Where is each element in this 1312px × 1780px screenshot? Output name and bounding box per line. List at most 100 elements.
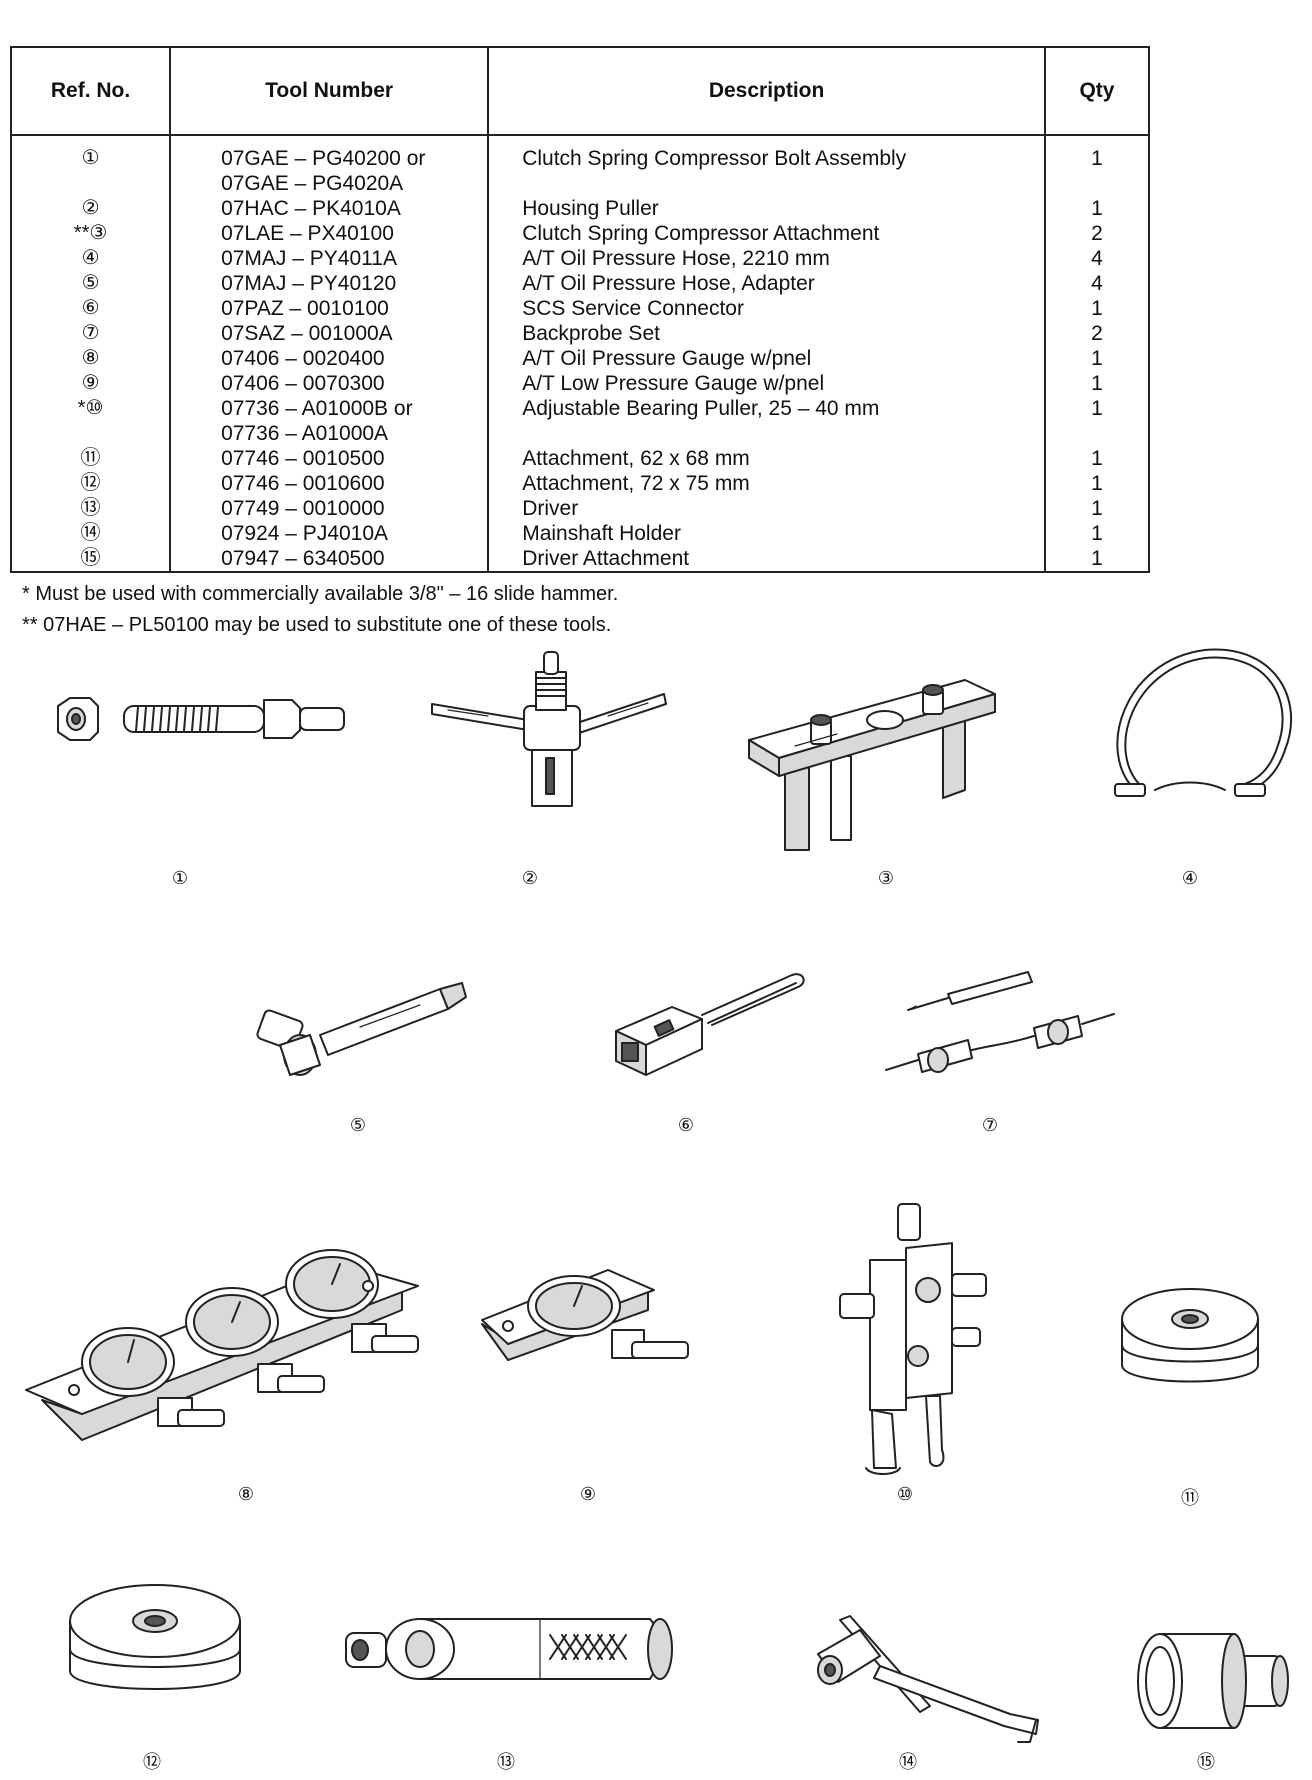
tool-description: SCS Service Connector bbox=[522, 297, 744, 320]
ref-spacer bbox=[12, 421, 169, 446]
tool-qty: 1 bbox=[1091, 397, 1103, 420]
tool-qty: 1 bbox=[1091, 447, 1103, 470]
tool-qty: 1 bbox=[1091, 522, 1103, 545]
bearing-puller-icon bbox=[839, 1203, 987, 1475]
figure-caption-3: ③ bbox=[877, 868, 895, 888]
ref-number: ④ bbox=[81, 247, 100, 269]
tool-number: 07GAE – PG4020A bbox=[221, 172, 404, 195]
ref-number: ⑫ bbox=[80, 472, 101, 494]
tool-number: 07HAC – PK4010A bbox=[221, 197, 401, 220]
tool-number: 07406 – 0020400 bbox=[221, 347, 385, 370]
ref-number: ⑪ bbox=[80, 447, 101, 469]
figure-caption-11: ⑪ bbox=[1181, 1488, 1199, 1508]
figure-caption-4: ④ bbox=[1181, 868, 1199, 888]
ref-number: ⑮ bbox=[80, 547, 101, 569]
tool-number: 07746 – 0010600 bbox=[221, 472, 385, 495]
figure-caption-1: ① bbox=[171, 868, 189, 888]
figure-caption-7: ⑦ bbox=[981, 1115, 999, 1135]
figure-caption-15: ⑮ bbox=[1197, 1752, 1215, 1772]
figure-caption-10: ⑩ bbox=[896, 1484, 914, 1504]
scs-service-connector-icon bbox=[615, 973, 805, 1076]
tool-number: 07MAJ – PY4011A bbox=[221, 247, 397, 270]
tool-description: Mainshaft Holder bbox=[522, 522, 681, 545]
header-tool-number: Tool Number bbox=[169, 47, 489, 136]
tool-number: 07MAJ – PY40120 bbox=[221, 272, 397, 295]
tool-description: Adjustable Bearing Puller, 25 – 40 mm bbox=[522, 397, 880, 420]
header-ref-no: Ref. No. bbox=[11, 47, 171, 136]
tool-qty: 1 bbox=[1091, 472, 1103, 495]
ref-number: ⑨ bbox=[81, 372, 100, 394]
backprobe-set-icon bbox=[885, 971, 1115, 1073]
compressor-attachment-icon bbox=[748, 679, 996, 851]
qty-spacer bbox=[1046, 171, 1148, 196]
ref-number: ⑤ bbox=[81, 272, 100, 294]
mainshaft-holder-icon bbox=[817, 1615, 1039, 1743]
figure-caption-8: ⑧ bbox=[237, 1484, 255, 1504]
tool-description: A/T Oil Pressure Gauge w/pnel bbox=[522, 347, 812, 370]
ref-number: ① bbox=[81, 147, 100, 169]
figure-caption-5: ⑤ bbox=[349, 1115, 367, 1135]
ref-number: ⑦ bbox=[81, 322, 100, 344]
figure-caption-9: ⑨ bbox=[579, 1484, 597, 1504]
tool-qty: 1 bbox=[1091, 197, 1103, 220]
tool-qty: 1 bbox=[1091, 297, 1103, 320]
tool-description: A/T Oil Pressure Hose, Adapter bbox=[522, 272, 815, 295]
tool-number: 07SAZ – 001000A bbox=[221, 322, 393, 345]
tool-number: 07947 – 6340500 bbox=[221, 547, 385, 570]
tool-number: 07736 – A01000B or bbox=[221, 397, 413, 420]
clutch-spring-compressor-bolt-icon bbox=[57, 697, 345, 741]
tool-qty: 1 bbox=[1091, 372, 1103, 395]
figure-caption-6: ⑥ bbox=[677, 1115, 695, 1135]
description-spacer bbox=[489, 421, 1044, 446]
low-pressure-gauge-icon bbox=[481, 1269, 689, 1361]
tool-number: 07924 – PJ4010A bbox=[221, 522, 389, 545]
oil-pressure-hose-icon bbox=[1114, 648, 1293, 797]
footnote-slide-hammer: * Must be used with commercially availab… bbox=[22, 583, 619, 605]
tool-qty: 4 bbox=[1091, 247, 1103, 270]
tool-qty: 2 bbox=[1091, 322, 1103, 345]
ref-number: ⑬ bbox=[80, 497, 101, 519]
tool-description: Backprobe Set bbox=[522, 322, 660, 345]
tool-description: Housing Puller bbox=[522, 197, 659, 220]
tool-description: Driver Attachment bbox=[522, 547, 690, 570]
tool-number: 07406 – 0070300 bbox=[221, 372, 385, 395]
triple-pressure-gauge-icon bbox=[25, 1249, 419, 1441]
description-spacer bbox=[489, 171, 1044, 196]
ref-number: *⑩ bbox=[77, 397, 104, 419]
tool-number: 07746 – 0010500 bbox=[221, 447, 385, 470]
tool-description: Clutch Spring Compressor Attachment bbox=[522, 222, 880, 245]
figure-caption-12: ⑫ bbox=[143, 1752, 161, 1772]
special-tools-table: Ref. No. Tool Number Description Qty ① ② *… bbox=[10, 46, 1150, 573]
tool-description: Clutch Spring Compressor Bolt Assembly bbox=[522, 147, 907, 170]
tool-qty: 4 bbox=[1091, 272, 1103, 295]
driver-attachment-icon bbox=[1137, 1633, 1289, 1729]
driver-icon bbox=[345, 1618, 673, 1680]
tool-qty: 1 bbox=[1091, 347, 1103, 370]
tool-number: 07PAZ – 0010100 bbox=[221, 297, 389, 320]
tool-description: A/T Low Pressure Gauge w/pnel bbox=[522, 372, 825, 395]
tool-description: Driver bbox=[522, 497, 579, 520]
table-header-row: Ref. No. Tool Number Description Qty bbox=[11, 47, 1149, 136]
figure-caption-13: ⑬ bbox=[497, 1752, 515, 1772]
header-qty: Qty bbox=[1043, 47, 1149, 136]
ref-number: ② bbox=[81, 197, 100, 219]
housing-puller-icon bbox=[431, 651, 667, 807]
tool-number: 07LAE – PX40100 bbox=[221, 222, 394, 245]
attachment-62x68-icon bbox=[1121, 1288, 1259, 1383]
tool-number: 07749 – 0010000 bbox=[221, 497, 385, 520]
ref-number: ⑥ bbox=[81, 297, 100, 319]
ref-number: ⑭ bbox=[80, 522, 101, 544]
ref-spacer bbox=[12, 171, 169, 196]
header-description: Description bbox=[487, 47, 1045, 136]
tool-number: 07736 – A01000A bbox=[221, 422, 389, 445]
tool-qty: 2 bbox=[1091, 222, 1103, 245]
tool-description: Attachment, 72 x 75 mm bbox=[522, 472, 750, 495]
tool-description: A/T Oil Pressure Hose, 2210 mm bbox=[522, 247, 830, 270]
ref-number: ⑧ bbox=[81, 347, 100, 369]
footnote-substitute-tool: ** 07HAE – PL50100 may be used to substi… bbox=[22, 614, 612, 636]
figure-caption-2: ② bbox=[521, 868, 539, 888]
